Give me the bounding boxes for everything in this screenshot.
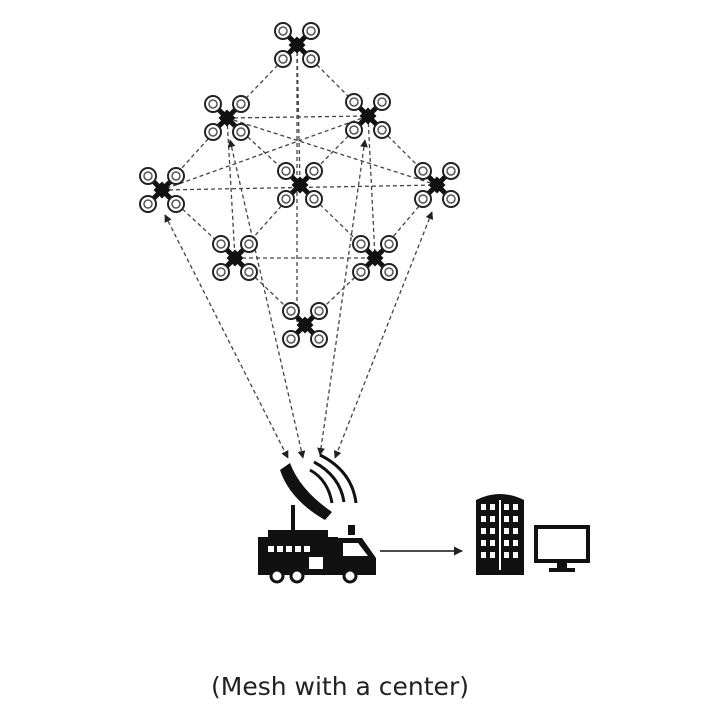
drone-icon <box>283 303 327 347</box>
building-icon <box>476 494 524 575</box>
drone-icon <box>353 236 397 280</box>
diagram-caption: (Mesh with a center) <box>211 672 469 701</box>
drone-icon <box>346 94 390 138</box>
drone-icon <box>278 163 322 207</box>
drones <box>140 23 459 347</box>
uplink-arrows <box>164 139 434 459</box>
ground-station-truck-icon <box>258 453 376 584</box>
monitor-icon <box>534 525 590 572</box>
